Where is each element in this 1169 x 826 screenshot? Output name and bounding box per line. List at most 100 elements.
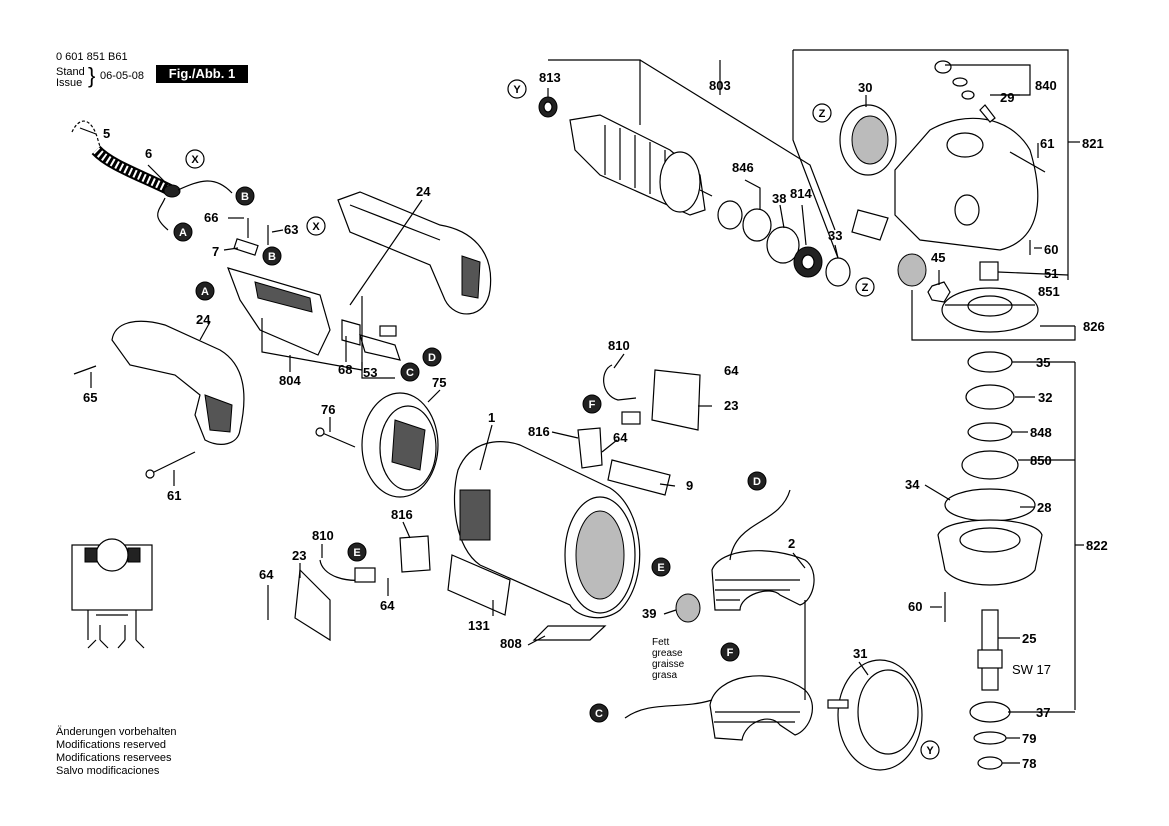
part-label: 25: [1022, 631, 1036, 646]
fan-ring: [361, 392, 439, 498]
modification-notes: Änderungen vorbehalten Modifications res…: [56, 726, 176, 778]
parts-840: [934, 60, 996, 123]
wiring-schematic: [71, 538, 153, 649]
part-label: 810: [312, 528, 334, 543]
connector-z-marker: [812, 103, 832, 123]
part-label: 38: [772, 191, 786, 206]
leader-lines: [79, 49, 1084, 764]
part-label: 64: [613, 430, 628, 445]
part-label: 821: [1082, 136, 1104, 151]
rating-plate-9: [607, 459, 671, 496]
figure-label: Fig./Abb. 1: [156, 65, 248, 83]
issue-label: Issue: [56, 77, 83, 89]
bearing-flange: [827, 659, 923, 771]
part-label: 79: [1022, 731, 1036, 746]
part-label: 840: [1035, 78, 1057, 93]
part-label: 30: [858, 80, 872, 95]
connector-label: B: [241, 191, 249, 203]
connector-label: Z: [819, 108, 826, 120]
part-label: 804: [279, 373, 301, 388]
part-label: 35: [1036, 355, 1050, 370]
connector-label: Y: [513, 84, 521, 96]
connector-b-marker: [262, 246, 282, 266]
connector-label: F: [589, 399, 596, 411]
connector-z-marker: [855, 277, 875, 297]
connector-label: X: [312, 221, 320, 233]
part-label: 816: [528, 424, 550, 439]
connector-c-marker: [589, 703, 609, 723]
field-coil-lower: [624, 675, 813, 741]
note-en: Modifications reserved: [56, 739, 167, 751]
connector-label: E: [353, 547, 360, 559]
part-label: 31: [853, 646, 867, 661]
bushing-51: [979, 261, 999, 281]
brush-cover-23-upper: [651, 369, 701, 431]
seal-28: [944, 488, 1036, 522]
part-label: 33: [828, 228, 842, 243]
part-label: 808: [500, 636, 522, 651]
connector-f-marker: [720, 642, 740, 662]
connector-label: D: [753, 476, 761, 488]
connector-b-marker: [235, 186, 255, 206]
part-label: 24: [416, 184, 431, 199]
part-label: 9: [686, 478, 693, 493]
spindle-lock-33: [851, 209, 889, 241]
nut-35: [967, 351, 1013, 373]
connector-e-marker: [651, 557, 671, 577]
pinion: [897, 253, 951, 303]
bearing-flange-34: [937, 519, 1043, 586]
part-label: 810: [608, 338, 630, 353]
gear-housing: [894, 117, 1039, 251]
connector-label: B: [268, 251, 276, 263]
part-label: 45: [931, 250, 945, 265]
connector-label: A: [201, 286, 209, 298]
part-label: 6: [145, 146, 152, 161]
part-label: 850: [1030, 453, 1052, 468]
bearing-32: [965, 384, 1015, 410]
part-label: 7: [212, 244, 219, 259]
connector-x-marker: [185, 149, 205, 169]
part-label: 851: [1038, 284, 1060, 299]
part-label: 64: [259, 567, 274, 582]
part-label: 60: [1044, 242, 1058, 257]
part-label: 2: [788, 536, 795, 551]
part-label: 32: [1038, 390, 1052, 405]
issue-date: 06-05-08: [100, 70, 145, 82]
connector-label: A: [179, 227, 187, 239]
label-131: [447, 554, 511, 616]
part-label: 60: [908, 599, 922, 614]
part-label: 816: [391, 507, 413, 522]
connector-a-marker: [173, 222, 193, 242]
doc-number: 0 601 851 B61: [56, 51, 128, 63]
part-label: 37: [1036, 705, 1050, 720]
handle-top: [337, 191, 492, 315]
part-label: 5: [103, 126, 110, 141]
part-label: 846: [732, 160, 754, 175]
connector-c-marker: [400, 362, 420, 382]
connector-label: C: [406, 367, 414, 379]
connector-x-marker: [306, 216, 326, 236]
switch-assembly: [227, 238, 401, 361]
part-label: 63: [284, 222, 298, 237]
washer-78: [977, 756, 1003, 770]
screw-61-right: [1009, 151, 1046, 173]
part-label: 65: [83, 390, 97, 405]
note-fr: Modifications reservees: [56, 752, 172, 764]
washer-79: [973, 731, 1007, 745]
connector-e-marker: [347, 542, 367, 562]
grease-note-en: grease: [652, 648, 683, 659]
connector-markers: A B B A X X C D F E D E F C Y Y Z Z: [173, 79, 940, 760]
armature: [538, 96, 713, 216]
brush-holder-upper: [577, 364, 641, 469]
part-label: 131: [468, 618, 490, 633]
part-label: 61: [1040, 136, 1054, 151]
connector-label: Y: [926, 745, 934, 757]
grease-note-fr: graisse: [652, 659, 685, 670]
part-label: 24: [196, 312, 211, 327]
brush-cover-23-lower: [294, 568, 331, 642]
connector-d-marker: [422, 347, 442, 367]
brace: }: [88, 63, 96, 88]
part-label: 78: [1022, 756, 1036, 771]
circlip-848: [967, 422, 1013, 442]
